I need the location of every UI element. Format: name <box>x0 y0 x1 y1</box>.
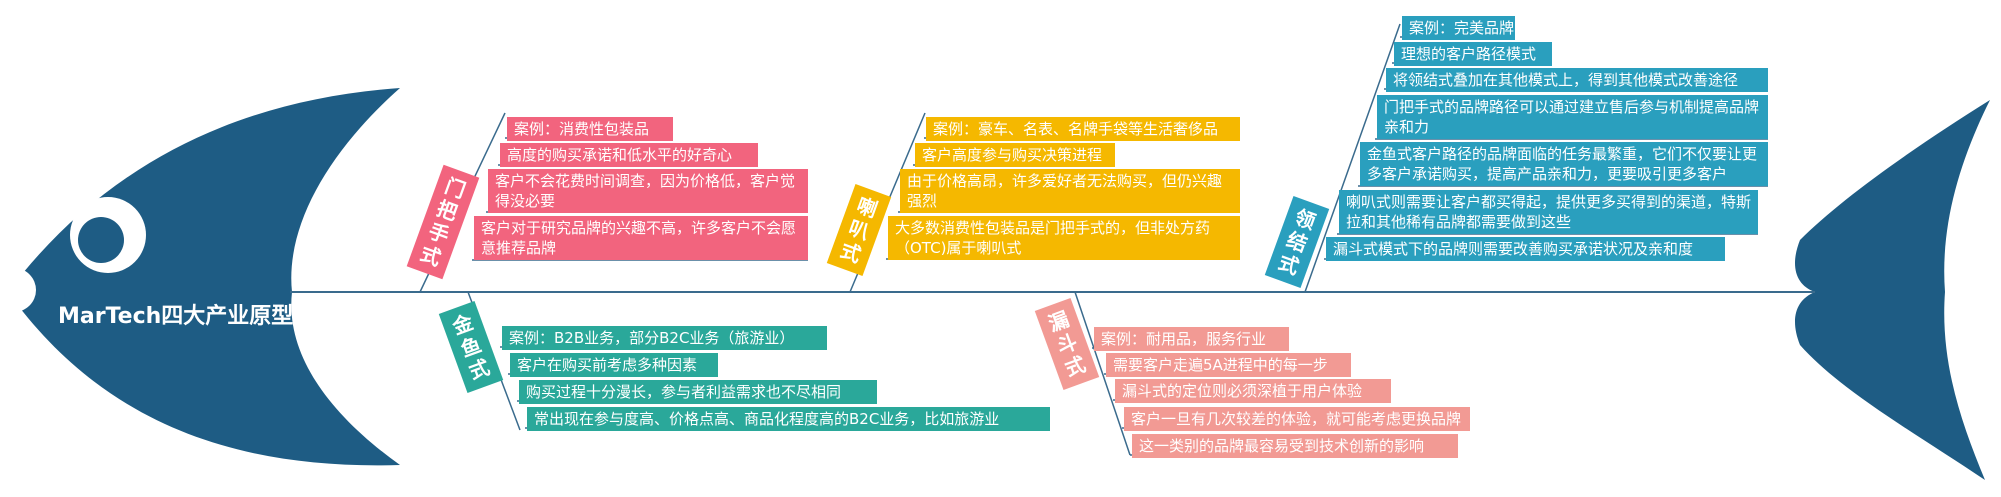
funnel-item: 这一类别的品牌最容易受到技术创新的影响 <box>1132 434 1458 458</box>
bowtie-item: 门把手式的品牌路径可以通过建立售后参与机制提高品牌亲和力 <box>1377 95 1768 139</box>
goldfish-item: 客户在购买前考虑多种因素 <box>510 353 718 377</box>
trumpet-item: 由于价格高昂，许多爱好者无法购买，但仍兴趣强烈 <box>900 169 1240 213</box>
goldfish-item: 常出现在参与度高、价格点高、商品化程度高的B2C业务，比如旅游业 <box>527 407 1050 431</box>
bone-funnel <box>1074 291 1131 456</box>
bowtie-item: 案例：完美品牌 <box>1402 16 1515 40</box>
bowtie-item: 金鱼式客户路径的品牌面临的任务最繁重，它们不仅要让更多客户承诺购买，提高产品亲和… <box>1360 142 1768 186</box>
funnel-item: 漏斗式的定位则必须深植于用户体验 <box>1115 379 1391 403</box>
bowtie-item: 理想的客户路径模式 <box>1394 42 1552 66</box>
funnel-item: 客户一旦有几次较差的体验，就可能考虑更换品牌 <box>1124 407 1470 431</box>
doorknob-item: 客户对于研究品牌的兴趣不高，许多客户不会愿意推荐品牌 <box>474 216 808 260</box>
bone-bowtie <box>1304 23 1401 293</box>
funnel-item: 需要客户走遍5A进程中的每一步 <box>1106 353 1351 377</box>
goldfish-item: 购买过程十分漫长，参与者利益需求也不尽相同 <box>519 380 877 404</box>
doorknob-item: 案例：消费性包装品 <box>507 117 673 141</box>
goldfish-item: 案例：B2B业务，部分B2C业务（旅游业） <box>502 326 827 350</box>
fish-mouth <box>0 268 36 312</box>
funnel-item: 案例：耐用品，服务行业 <box>1094 327 1289 351</box>
diagram-title: MarTech四大产业原型 <box>58 304 294 329</box>
bowtie-item: 将领结式叠加在其他模式上，得到其他模式改善途径 <box>1386 68 1768 92</box>
bowtie-item: 漏斗式模式下的品牌则需要改善购买承诺状况及亲和度 <box>1326 237 1725 261</box>
trumpet-item: 案例：豪车、名表、名牌手袋等生活奢侈品 <box>926 117 1240 141</box>
fish-tail <box>1795 100 1990 480</box>
doorknob-item: 客户不会花费时间调查，因为价格低，客户觉得没必要 <box>488 169 808 213</box>
trumpet-item: 大多数消费性包装品是门把手式的，但非处方药（OTC)属于喇叭式 <box>888 216 1240 260</box>
doorknob-item: 高度的购买承诺和低水平的好奇心 <box>500 143 758 167</box>
fish-eye-pupil <box>78 217 124 263</box>
fish-head <box>8 88 400 466</box>
trumpet-item: 客户高度参与购买决策进程 <box>915 143 1115 167</box>
bowtie-item: 喇叭式则需要让客户都买得起，提供更多买得到的渠道，特斯拉和其他稀有品牌都需要做到… <box>1339 190 1758 234</box>
